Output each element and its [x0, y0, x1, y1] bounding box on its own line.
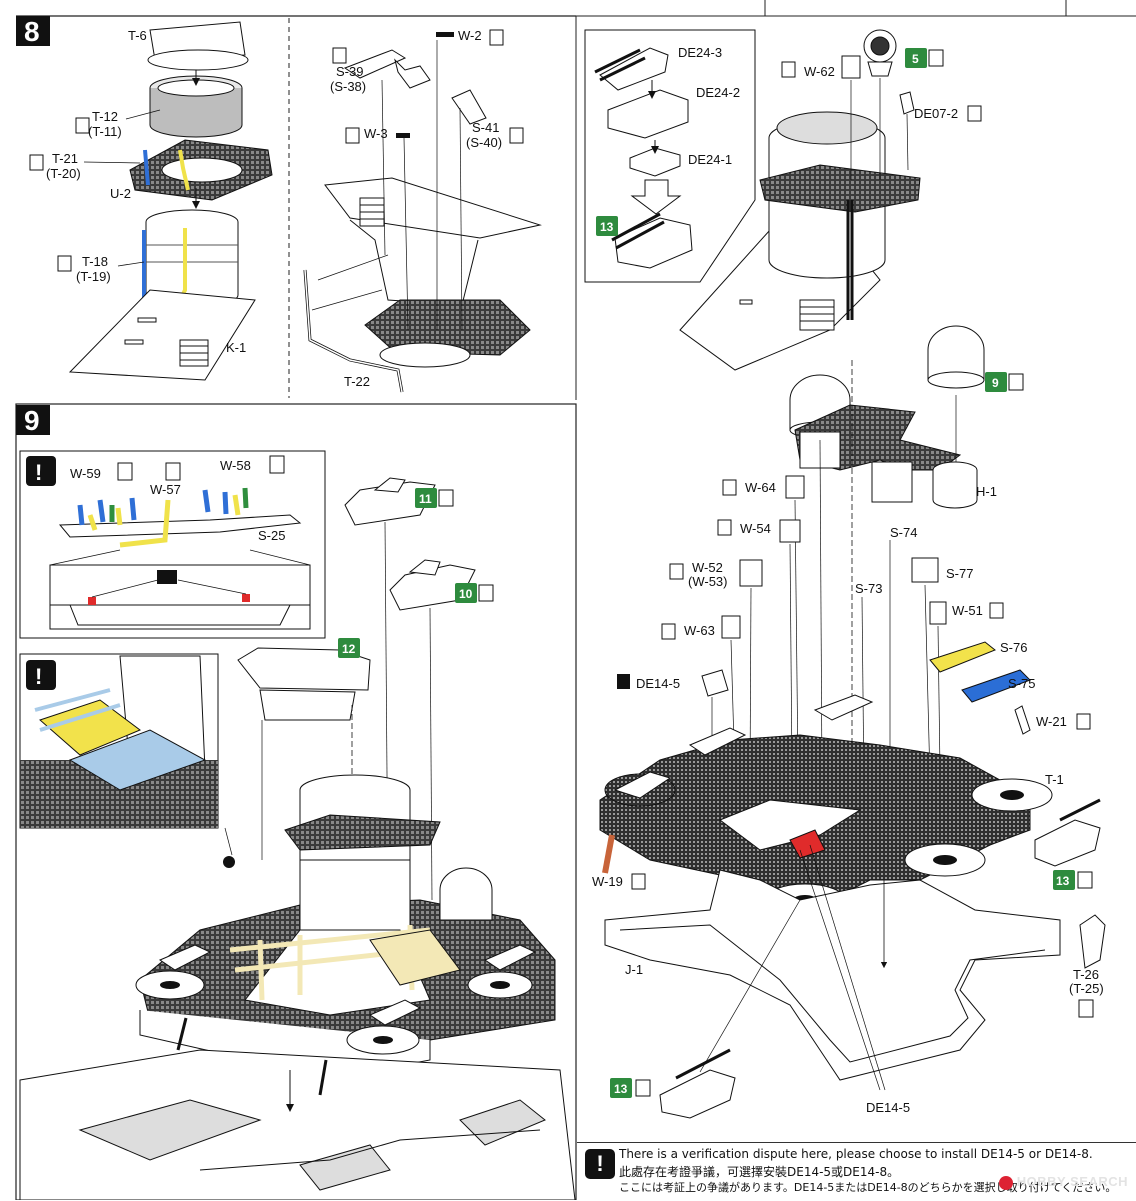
label-DE07-2: DE07-2 [914, 106, 958, 121]
label-DE24-2: DE24-2 [696, 85, 740, 100]
label-W3: W-3 [364, 126, 388, 141]
label-T1: T-1 [1045, 772, 1064, 787]
label-W52: W-52 [692, 560, 723, 575]
label-W64: W-64 [745, 480, 776, 495]
label-H1: H-1 [976, 484, 997, 499]
step8-right-labels: S-39 (S-38) W-2 W-3 S-41 (S-40) T-22 [330, 28, 502, 389]
verification-note: ! There is a verification dispute here, … [577, 1142, 1136, 1201]
svg-text:13: 13 [1056, 874, 1070, 888]
bridge-upper-labels: W-62 5 DE07-2 [781, 48, 982, 122]
svg-text:9: 9 [992, 376, 999, 390]
watermark-logo-icon [998, 1176, 1013, 1190]
de24-inset [584, 29, 756, 283]
label-T25: (T-25) [1069, 981, 1104, 996]
label-S38: (S-38) [330, 79, 366, 94]
frame-step8 [16, 15, 577, 400]
label-T18: T-18 [82, 254, 108, 269]
label-T26: T-26 [1073, 967, 1099, 982]
svg-text:11: 11 [419, 492, 432, 506]
warning-icon: ! [585, 1149, 615, 1179]
label-K1: K-1 [226, 340, 246, 355]
step9-rail-inset: ! [19, 450, 326, 639]
bridge-middle-assembly [789, 325, 985, 781]
label-S77: S-77 [946, 566, 973, 581]
right-part-callouts: W-64 W-54 S-74 S-73 W-52 (W-53) S-77 W-5… [617, 475, 1091, 800]
label-W51: W-51 [952, 603, 983, 618]
label-T6: T-6 [128, 28, 147, 43]
bridge-upper-assembly [679, 29, 921, 371]
svg-text:12: 12 [342, 642, 356, 656]
step9-rail-inset-labels: W-59 W-58 W-57 S-25 [70, 455, 285, 543]
label-S40: (S-40) [466, 135, 502, 150]
label-S76: S-76 [1000, 640, 1027, 655]
label-DE24-3: DE24-3 [678, 45, 722, 60]
label-U2: U-2 [110, 186, 131, 201]
step8-funnel-assembly [68, 21, 273, 381]
svg-text:10: 10 [459, 587, 473, 601]
label-S41: S-41 [472, 120, 499, 135]
label-T11: (T-11) [88, 124, 122, 139]
step9-boats [237, 477, 476, 940]
step9-ship-superstructure [19, 774, 576, 1200]
step9-boat-badges: 11 10 12 [338, 488, 494, 658]
label-T20: (T-20) [46, 166, 81, 181]
label-DE14-5: DE14-5 [636, 676, 680, 691]
bridge-middle-labels: 9 H-1 [976, 372, 1024, 499]
svg-text:!: ! [35, 664, 42, 689]
label-W58: W-58 [220, 458, 251, 473]
svg-text:5: 5 [912, 52, 919, 66]
label-S73: S-73 [855, 581, 882, 596]
step8-t22-assembly [303, 32, 542, 393]
watermark: HOBBY SEARCH [998, 1174, 1128, 1190]
de24-labels: DE24-3 DE24-2 DE24-1 13 [596, 45, 740, 236]
label-S75: S-75 [1008, 676, 1035, 691]
svg-text:8: 8 [24, 16, 40, 47]
label-DE24-1: DE24-1 [688, 152, 732, 167]
label-T22: T-22 [344, 374, 370, 389]
bridge-lower-labels: T-1 W-19 13 T-26 (T-25) J-1 13 DE14-5 [592, 772, 1104, 1115]
label-W19: W-19 [592, 874, 623, 889]
frame-step9 [15, 403, 577, 1200]
label-DE14-5-bottom: DE14-5 [866, 1100, 910, 1115]
note-japanese: ここには考証上の争議があります。DE14-5またはDE14-8のどちらかを選択し… [619, 1181, 1117, 1194]
note-chinese: 此處存在考證爭議，可選擇安裝DE14-5或DE14-8。 [619, 1165, 900, 1179]
label-S25: S-25 [258, 528, 285, 543]
label-W2: W-2 [458, 28, 482, 43]
step-9-badge: 9 [16, 405, 50, 436]
label-T12: T-12 [92, 109, 118, 124]
label-W59: W-59 [70, 466, 101, 481]
label-W62: W-62 [804, 64, 835, 79]
note-english: There is a verification dispute here, pl… [619, 1147, 1093, 1161]
label-S74: S-74 [890, 525, 917, 540]
step8-labels: T-6 T-12 (T-11) T-21 (T-20) U-2 T-18 (T-… [46, 28, 246, 355]
label-W57: W-57 [150, 482, 181, 497]
label-T19: (T-19) [76, 269, 111, 284]
svg-text:!: ! [35, 460, 42, 485]
label-W63: W-63 [684, 623, 715, 638]
label-J1: J-1 [625, 962, 643, 977]
svg-text:9: 9 [24, 405, 40, 436]
frame-right [576, 0, 1136, 17]
attach-icons-step8 [29, 29, 524, 272]
label-W54: W-54 [740, 521, 771, 536]
label-T21: T-21 [52, 151, 78, 166]
step9-detail-inset: ! [19, 653, 235, 868]
bridge-lower-assembly [599, 694, 1106, 1119]
svg-text:13: 13 [600, 220, 614, 234]
step-8-badge: 8 [16, 16, 50, 47]
label-W53: (W-53) [688, 574, 727, 589]
svg-text:13: 13 [614, 1082, 628, 1096]
label-W21: W-21 [1036, 714, 1067, 729]
label-S39: S-39 [336, 64, 363, 79]
